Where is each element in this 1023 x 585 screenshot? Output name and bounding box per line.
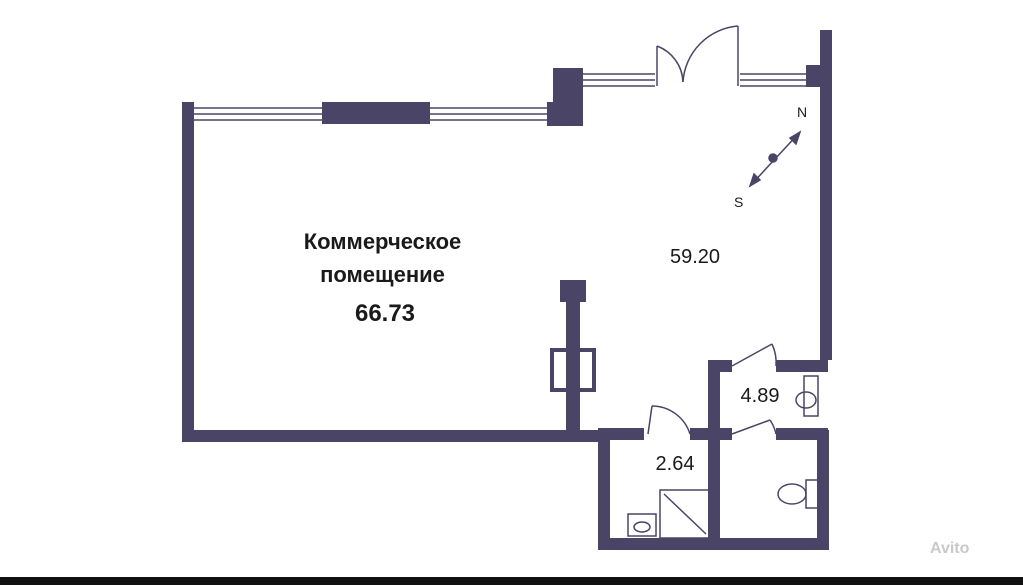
windows xyxy=(194,73,806,121)
wall-bath-inner-left xyxy=(708,360,720,440)
wall-left xyxy=(182,102,194,442)
wall-bath-mid-right xyxy=(776,428,828,440)
wall-bottom xyxy=(182,430,602,442)
compass xyxy=(748,130,802,188)
bottom-bar xyxy=(0,577,1023,585)
walls xyxy=(182,30,832,550)
wall-wc-divider xyxy=(708,428,720,550)
wall-right-stub xyxy=(806,65,826,87)
shower-icon xyxy=(659,489,711,539)
room-area: 66.73 xyxy=(354,300,416,327)
wall-storage-top-left xyxy=(598,428,644,440)
washbasin-icon xyxy=(803,375,819,417)
doors xyxy=(647,25,777,435)
sink-icon xyxy=(627,513,657,537)
wall-bath-top-right xyxy=(776,360,828,372)
room-label: Коммерческое помещение xyxy=(303,229,462,287)
wall-right xyxy=(820,30,832,360)
window-pillar xyxy=(322,102,430,124)
toilet-icon xyxy=(805,479,819,509)
wall-pillar-step xyxy=(553,68,583,126)
wall-bath-right xyxy=(817,430,829,550)
compass-south: S xyxy=(734,194,744,210)
partition-opening xyxy=(550,348,596,392)
fixtures xyxy=(627,375,819,539)
wall-bath-left xyxy=(598,428,610,550)
area-main-hall: 59.20 xyxy=(669,246,721,268)
compass-north: N xyxy=(797,104,808,120)
watermark: Avito xyxy=(930,540,970,557)
wall-bath-top-left xyxy=(708,360,732,372)
area-bathroom: 4.89 xyxy=(740,385,780,407)
area-storage: 2.64 xyxy=(655,453,695,475)
partition-column xyxy=(566,300,580,440)
wall-storage-top-right xyxy=(690,428,712,440)
partition-column-top xyxy=(560,280,586,302)
